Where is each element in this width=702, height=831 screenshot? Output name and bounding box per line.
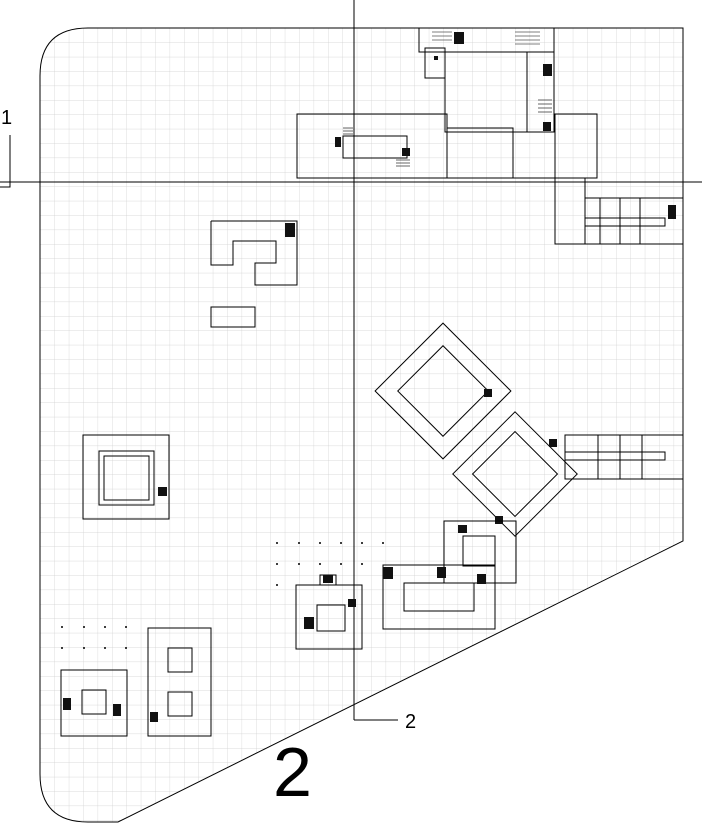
block-south-east xyxy=(382,520,517,630)
sheet-number: 2 xyxy=(273,733,312,811)
section-label-2: 2 xyxy=(405,711,416,733)
site-boundary xyxy=(39,27,684,823)
courtyard-west-core xyxy=(158,487,167,496)
block-south-west-b xyxy=(147,627,212,737)
building-courtyard-west xyxy=(82,434,170,520)
building-north-east-fills xyxy=(335,32,676,219)
block-south-west-fills xyxy=(63,698,158,722)
column-grid-markers xyxy=(61,542,384,649)
building-l-shape-core xyxy=(285,223,295,237)
block-south-east-fills xyxy=(383,525,486,584)
building-north-east-stairs xyxy=(343,31,552,167)
building-north-east xyxy=(296,27,684,245)
building-l-shape xyxy=(210,220,298,328)
rotated-stairs xyxy=(484,389,557,524)
block-south-center-fills xyxy=(304,575,356,629)
block-south-west-a xyxy=(60,669,128,737)
section-label-1: 1 xyxy=(1,107,12,129)
building-rotated-wing xyxy=(452,411,578,537)
building-east-wing xyxy=(564,434,684,480)
building-rotated-courtyard xyxy=(374,322,512,460)
